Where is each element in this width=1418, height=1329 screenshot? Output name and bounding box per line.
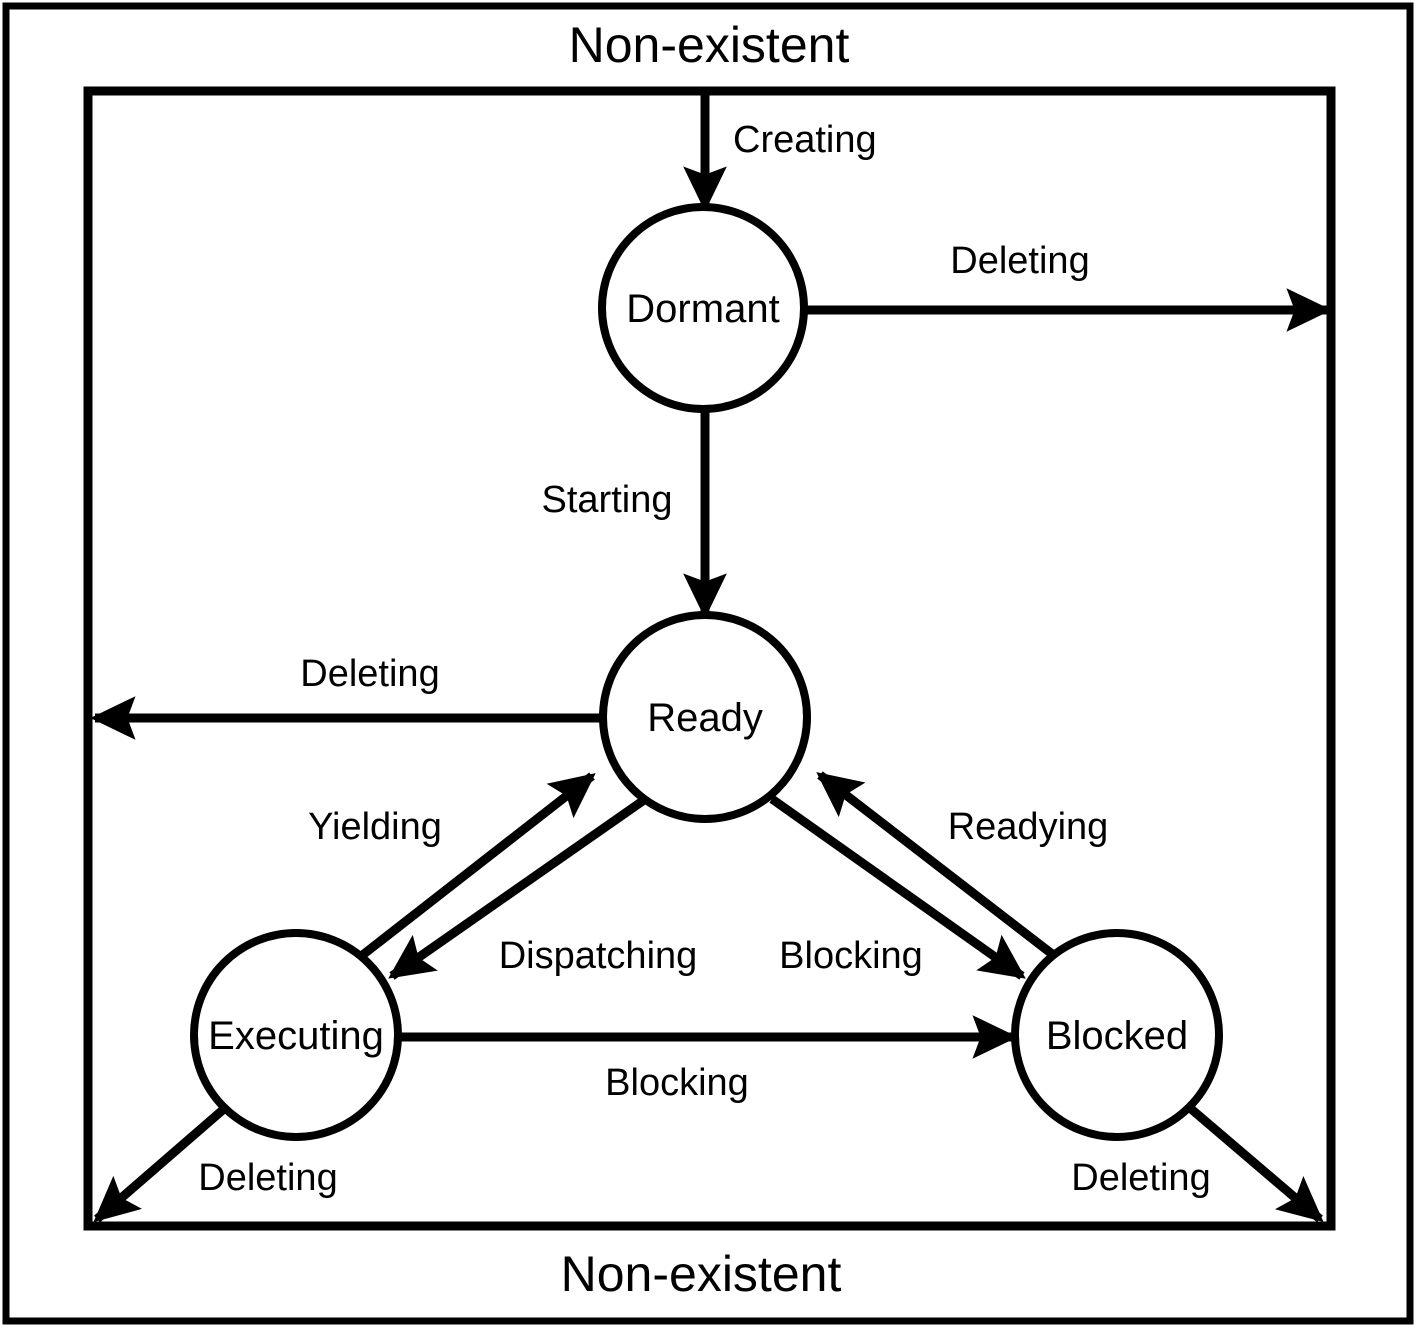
state-label-dormant: Dormant — [626, 287, 779, 331]
state-node-dormant[interactable]: Dormant — [598, 203, 808, 413]
transition-yielding-line — [357, 772, 596, 961]
transition-ready-deleting-label: Deleting — [300, 653, 439, 695]
transition-readying-label: Readying — [948, 806, 1109, 848]
state-label-blocked: Blocked — [1046, 1014, 1188, 1058]
transition-executing-deleting-label: Deleting — [198, 1157, 337, 1199]
state-circle-blocked — [1011, 929, 1223, 1141]
state-node-executing[interactable]: Executing — [190, 929, 402, 1141]
state-label-ready: Ready — [647, 696, 763, 740]
state-circle-dormant — [598, 203, 808, 413]
state-node-blocked[interactable]: Blocked — [1011, 929, 1223, 1141]
state-circle-executing — [190, 929, 402, 1141]
transition-yielding-label: Yielding — [308, 806, 442, 848]
transition-blocked-deleting-label: Deleting — [1071, 1157, 1210, 1199]
transition-dispatching-label: Dispatching — [499, 935, 698, 977]
transition-executing-blocking-label: Blocking — [605, 1062, 749, 1104]
outer-label-top: Non-existent — [569, 17, 850, 73]
state-node-ready[interactable]: Ready — [599, 611, 811, 823]
transition-blocked-deleting-line — [1187, 1104, 1324, 1223]
state-label-executing: Executing — [208, 1014, 384, 1058]
transition-executing-deleting-line — [93, 1104, 228, 1223]
state-circle-ready — [599, 611, 811, 823]
transition-ready-blocking-line — [769, 795, 1026, 980]
transition-starting-label: Starting — [542, 479, 673, 521]
transition-dispatching-line — [388, 796, 647, 980]
transition-readying-line — [816, 771, 1059, 961]
transition-dormant-deleting-label: Deleting — [950, 240, 1089, 282]
transition-creating-label: Creating — [733, 119, 877, 161]
transition-ready-blocking-label: Blocking — [779, 935, 923, 977]
outer-label-bottom: Non-existent — [561, 1246, 842, 1302]
